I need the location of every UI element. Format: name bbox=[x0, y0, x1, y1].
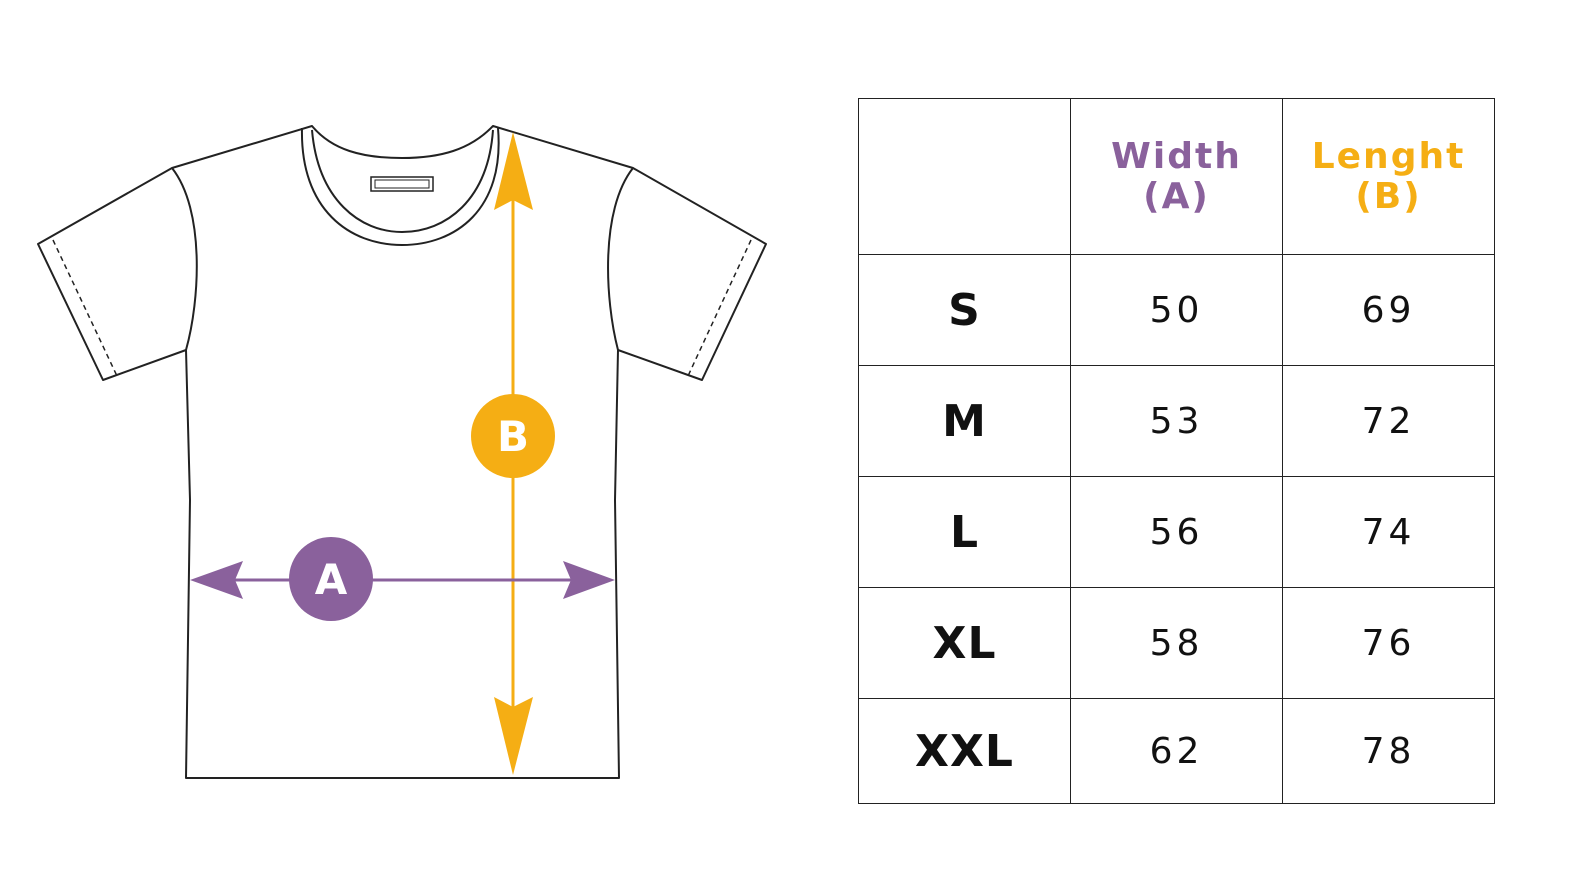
sleeve-hem-stitching bbox=[52, 239, 752, 377]
tshirt-outline bbox=[37, 125, 767, 779]
table-corner-cell bbox=[858, 98, 1071, 255]
length-value: 72 bbox=[1282, 365, 1495, 477]
width-marker-badge bbox=[289, 537, 373, 621]
length-value: 74 bbox=[1282, 476, 1495, 588]
length-column-header: Lenght (B) bbox=[1282, 98, 1495, 255]
width-header-title: Width bbox=[1111, 135, 1242, 177]
table-row: XL 58 76 bbox=[858, 587, 1495, 699]
length-marker-badge bbox=[471, 394, 555, 478]
table-row: M 53 72 bbox=[858, 365, 1495, 477]
width-column-header: Width (A) bbox=[1070, 98, 1283, 255]
length-value: 69 bbox=[1282, 254, 1495, 366]
width-value: 62 bbox=[1070, 698, 1283, 804]
width-value: 56 bbox=[1070, 476, 1283, 588]
table-row: S 50 69 bbox=[858, 254, 1495, 366]
width-value: 53 bbox=[1070, 365, 1283, 477]
length-arrow-bottom-icon bbox=[494, 697, 533, 775]
table-row: L 56 74 bbox=[858, 476, 1495, 588]
length-arrow-top-icon bbox=[494, 132, 533, 210]
table-header-row: Width (A) Lenght (B) bbox=[858, 98, 1495, 255]
length-value: 78 bbox=[1282, 698, 1495, 804]
size-label: XXL bbox=[858, 698, 1071, 804]
width-marker-letter: A bbox=[315, 555, 348, 604]
width-arrow-right-icon bbox=[563, 561, 615, 599]
table-row: XXL 62 78 bbox=[858, 698, 1495, 804]
size-label: M bbox=[858, 365, 1071, 477]
neck-label-icon bbox=[370, 176, 434, 192]
length-marker-letter: B bbox=[497, 412, 529, 461]
width-value: 50 bbox=[1070, 254, 1283, 366]
length-measurement: B bbox=[471, 132, 555, 775]
length-value: 76 bbox=[1282, 587, 1495, 699]
width-arrow-left-icon bbox=[190, 561, 243, 599]
width-measurement: A bbox=[190, 537, 615, 621]
size-label: XL bbox=[858, 587, 1071, 699]
size-table: Width (A) Lenght (B) S 50 69 M 53 72 L 5… bbox=[858, 98, 1495, 804]
width-value: 58 bbox=[1070, 587, 1283, 699]
width-header-marker: (A) bbox=[1143, 175, 1210, 217]
tshirt-diagram: B A bbox=[37, 125, 767, 779]
size-label: S bbox=[858, 254, 1071, 366]
size-label: L bbox=[858, 476, 1071, 588]
length-header-marker: (B) bbox=[1355, 175, 1422, 217]
length-header-title: Lenght bbox=[1311, 135, 1466, 177]
